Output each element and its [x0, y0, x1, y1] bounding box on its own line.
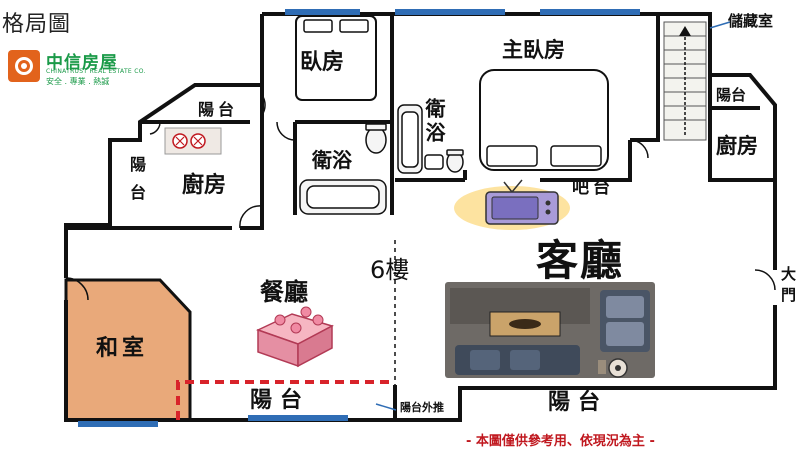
label-kitchen-right: 廚房	[716, 134, 758, 158]
windows	[78, 9, 640, 427]
living-room-furniture	[445, 282, 655, 378]
bed-master	[479, 69, 609, 171]
dining-table	[256, 306, 334, 368]
logo-slogan: 安全 . 專業 . 熱誠	[46, 77, 110, 86]
stove	[164, 127, 222, 155]
tv-illustration	[454, 179, 570, 230]
label-bedroom: 臥房	[300, 50, 345, 75]
label-living-room: 客廳	[536, 236, 625, 285]
label-master-bedroom: 主臥房	[502, 38, 565, 62]
label-balcony-top: 陽台	[198, 100, 239, 119]
door-swings	[65, 94, 776, 301]
label-floor: 6樓	[370, 256, 410, 284]
label-balcony-left: 陽台	[127, 156, 146, 212]
logo-english: CHINATRUST REAL ESTATE CO.	[46, 68, 146, 75]
label-storage: 儲藏室	[728, 12, 774, 30]
storage-pointer	[709, 21, 731, 29]
extension-pointer	[375, 403, 397, 411]
bath-fixtures-master	[397, 104, 464, 174]
label-balcony-right-top: 陽台	[716, 86, 747, 104]
label-balcony-bottom-right: 陽台	[548, 390, 609, 415]
bath-fixtures-left	[299, 123, 387, 215]
logo-icon	[8, 50, 40, 82]
label-tatami-room: 和室	[96, 336, 149, 361]
label-kitchen-left: 廚房	[182, 173, 227, 198]
balcony-extension-line	[176, 380, 390, 420]
page-title: 格局圖	[2, 12, 72, 37]
label-bath-master: 衛浴	[422, 98, 446, 146]
label-main-door: 大門	[779, 266, 797, 308]
label-balcony-extension: 陽台外推	[400, 401, 444, 414]
label-balcony-bottom-left: 陽台	[250, 388, 311, 413]
label-bath-left: 衛浴	[312, 148, 352, 172]
label-dining-room: 餐廳	[260, 278, 308, 306]
company-logo: 中信房屋 CHINATRUST REAL ESTATE CO. 安全 . 專業 …	[8, 48, 158, 88]
staircase	[663, 21, 707, 141]
label-bar: 吧台	[572, 178, 614, 198]
logo-name: 中信房屋	[46, 53, 118, 73]
disclaimer: - 本圖僅供參考用、依現況為主 -	[466, 434, 655, 449]
bed-small	[295, 15, 377, 101]
